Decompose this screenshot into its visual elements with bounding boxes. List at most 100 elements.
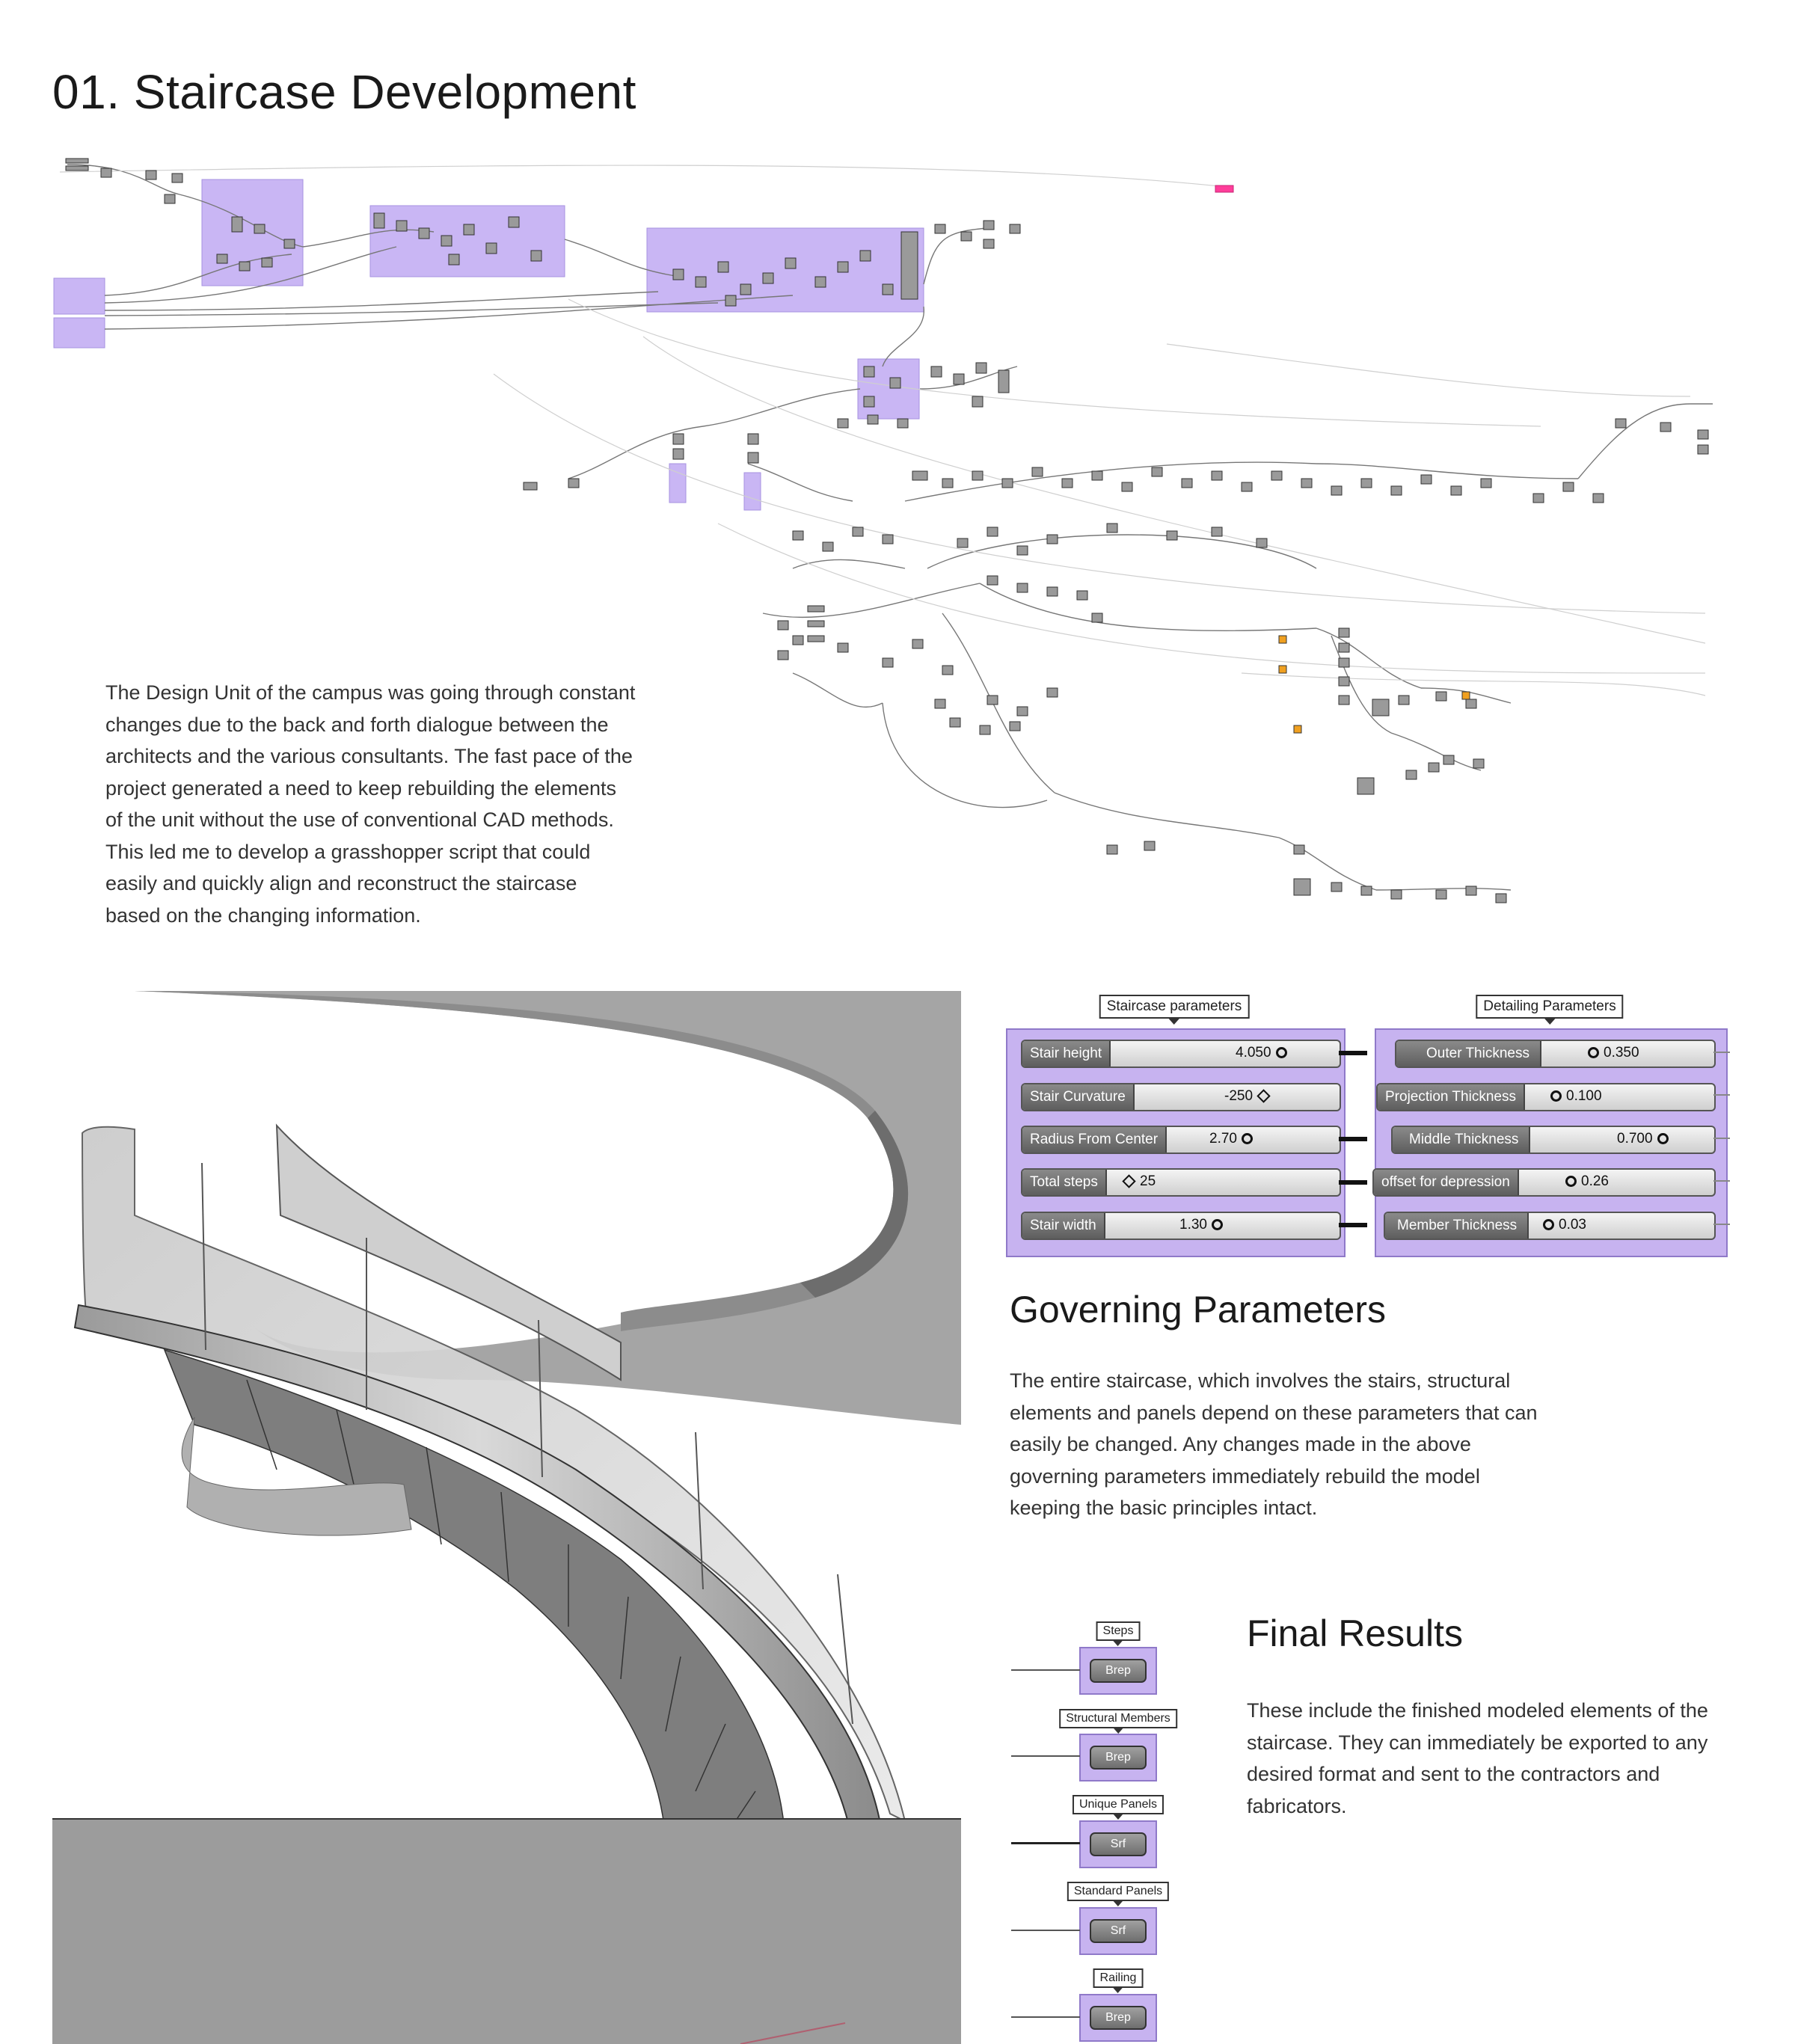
final-results-heading: Final Results xyxy=(1247,1612,1463,1654)
governing-parameters-paragraph: The entire staircase, which involves the… xyxy=(1010,1365,1537,1524)
projection-thickness-slider[interactable]: Projection Thickness 0.100 xyxy=(1376,1083,1716,1111)
output-type: Srf xyxy=(1090,1832,1147,1856)
slider-value: -250 xyxy=(1224,1084,1274,1108)
slider-output-wire xyxy=(1713,1138,1730,1139)
slider-label: Projection Thickness xyxy=(1378,1084,1525,1110)
slider-label: offset for depression xyxy=(1374,1170,1519,1195)
standard-panels-output-component[interactable]: Srf xyxy=(1079,1907,1157,1955)
paragraph-line: governing parameters immediately rebuild… xyxy=(1010,1464,1480,1488)
output-type: Brep xyxy=(1090,1659,1147,1683)
output-type: Brep xyxy=(1090,1746,1147,1770)
faint-wires xyxy=(59,165,1706,696)
output-type: Brep xyxy=(1090,2006,1147,2030)
slider-label: Radius From Center xyxy=(1022,1127,1167,1153)
intro-line: based on the changing information. xyxy=(105,903,421,927)
slider-value: 4.050 xyxy=(1236,1041,1292,1065)
slider-knob-icon[interactable] xyxy=(1543,1219,1554,1231)
output-wire xyxy=(1011,1930,1080,1931)
detailing-parameters-tag: Detailing Parameters xyxy=(1476,995,1624,1025)
output-wire xyxy=(1011,1842,1080,1844)
intro-line: of the unit without the use of conventio… xyxy=(105,808,614,831)
intro-paragraph: The Design Unit of the campus was going … xyxy=(105,677,635,931)
slider-knob-icon[interactable] xyxy=(1211,1219,1223,1231)
slider-knob-icon[interactable] xyxy=(1256,1089,1271,1104)
stair-height-slider[interactable]: Stair height 4.050 xyxy=(1021,1040,1341,1068)
intro-line: The Design Unit of the campus was going … xyxy=(105,681,636,704)
slider-knob-icon[interactable] xyxy=(1588,1047,1599,1059)
slider-value: 25 xyxy=(1118,1170,1156,1194)
staircase-render-image xyxy=(52,991,961,2044)
slider-output-wire xyxy=(1713,1052,1730,1053)
slider-knob-icon[interactable] xyxy=(1122,1174,1136,1189)
structural-members-output-tag: Structural Members xyxy=(1059,1709,1177,1734)
slider-output-wire xyxy=(1339,1051,1367,1055)
intro-line: changes due to the back and forth dialog… xyxy=(105,713,609,736)
unique-panels-output-component[interactable]: Srf xyxy=(1079,1820,1157,1868)
railing-output-component[interactable]: Brep xyxy=(1079,1994,1157,2042)
paragraph-line: elements and panels depend on these para… xyxy=(1010,1401,1538,1424)
member-thickness-slider[interactable]: Member Thickness 0.03 xyxy=(1384,1212,1716,1240)
paragraph-line: fabricators. xyxy=(1247,1794,1347,1817)
offset-for-depression-slider[interactable]: offset for depression 0.26 xyxy=(1372,1168,1716,1197)
steps-output-tag: Steps xyxy=(1096,1621,1141,1646)
slider-output-wire xyxy=(1339,1137,1367,1141)
slider-output-wire xyxy=(1713,1094,1730,1096)
slider-knob-icon[interactable] xyxy=(1565,1176,1577,1188)
slider-value: 0.100 xyxy=(1546,1084,1602,1108)
slider-knob-icon[interactable] xyxy=(1241,1133,1253,1145)
unique-panels-output-tag: Unique Panels xyxy=(1072,1795,1165,1820)
standard-panels-output-tag: Standard Panels xyxy=(1067,1882,1170,1906)
governing-parameters-heading: Governing Parameters xyxy=(1010,1289,1387,1331)
slider-value: 0.700 xyxy=(1617,1127,1673,1151)
railing-output-tag: Railing xyxy=(1093,1968,1144,1993)
slider-value: 1.30 xyxy=(1179,1213,1227,1237)
output-wire xyxy=(1011,1669,1080,1671)
slider-output-wire xyxy=(1339,1180,1367,1185)
slider-label: Middle Thickness xyxy=(1393,1127,1531,1153)
grasshopper-definition-graph xyxy=(53,158,1713,903)
slider-label: Outer Thickness xyxy=(1396,1041,1541,1066)
radius-from-center-slider[interactable]: Radius From Center 2.70 xyxy=(1021,1126,1341,1154)
node-components xyxy=(65,158,1709,903)
middle-thickness-slider[interactable]: Middle Thickness 0.700 xyxy=(1391,1126,1716,1154)
slider-output-wire xyxy=(1713,1180,1730,1182)
slider-knob-icon[interactable] xyxy=(1550,1090,1562,1102)
steps-output-component[interactable]: Brep xyxy=(1079,1647,1157,1695)
slider-label: Stair width xyxy=(1022,1213,1105,1239)
paragraph-line: The entire staircase, which involves the… xyxy=(1010,1369,1511,1392)
output-wire xyxy=(1011,2016,1080,2018)
staircase-parameters-tag: Staircase parameters xyxy=(1099,995,1250,1025)
slider-knob-icon[interactable] xyxy=(1657,1133,1669,1145)
slider-output-wire xyxy=(1713,1224,1730,1225)
paragraph-line: keeping the basic principles intact. xyxy=(1010,1497,1318,1519)
paragraph-line: desired format and sent to the contracto… xyxy=(1247,1763,1660,1785)
slider-value: 0.350 xyxy=(1583,1041,1639,1065)
intro-line: This led me to develop a grasshopper scr… xyxy=(105,840,591,863)
slider-label: Total steps xyxy=(1022,1170,1107,1195)
output-type: Srf xyxy=(1090,1919,1147,1943)
intro-line: project generated a need to keep rebuild… xyxy=(105,776,616,800)
slider-label: Member Thickness xyxy=(1385,1213,1529,1239)
paragraph-line: easily be changed. Any changes made in t… xyxy=(1010,1433,1471,1455)
slider-value: 0.03 xyxy=(1538,1213,1586,1237)
page-title: 01. Staircase Development xyxy=(52,65,636,119)
paragraph-line: These include the finished modeled eleme… xyxy=(1247,1699,1708,1722)
final-results-paragraph: These include the finished modeled eleme… xyxy=(1247,1695,1708,1822)
slider-knob-icon[interactable] xyxy=(1275,1047,1287,1059)
total-steps-slider[interactable]: Total steps 25 xyxy=(1021,1168,1341,1197)
node-groups xyxy=(53,179,924,511)
intro-line: easily and quickly align and reconstruct… xyxy=(105,872,577,894)
outer-thickness-slider[interactable]: Outer Thickness 0.350 xyxy=(1395,1040,1716,1068)
slider-label: Stair height xyxy=(1022,1041,1111,1066)
intro-line: architects and the various consultants. … xyxy=(105,745,633,767)
slider-label: Stair Curvature xyxy=(1022,1084,1135,1110)
stair-curvature-slider[interactable]: Stair Curvature -250 xyxy=(1021,1083,1341,1111)
output-wire xyxy=(1011,1755,1080,1757)
slider-value: 2.70 xyxy=(1209,1127,1257,1151)
structural-members-output-component[interactable]: Brep xyxy=(1079,1734,1157,1781)
paragraph-line: staircase. They can immediately be expor… xyxy=(1247,1731,1708,1754)
slider-value: 0.26 xyxy=(1561,1170,1609,1194)
stair-width-slider[interactable]: Stair width 1.30 xyxy=(1021,1212,1341,1240)
slider-output-wire xyxy=(1339,1223,1367,1227)
highlight-nodes xyxy=(1215,185,1470,734)
